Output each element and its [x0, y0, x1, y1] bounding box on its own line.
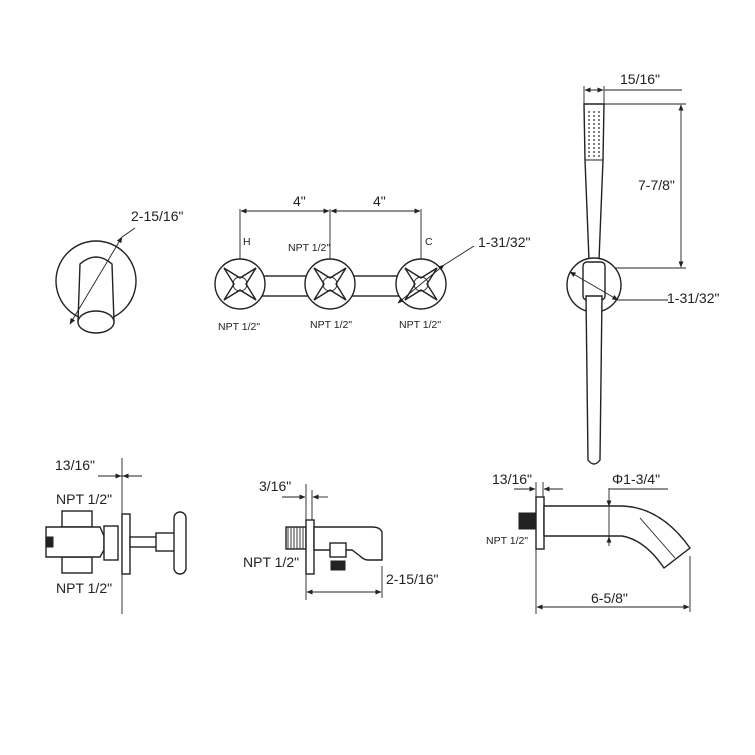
valve-inlet-bottom — [61, 556, 93, 574]
diverter-handle — [304, 258, 356, 310]
spacing-right-label: 4" — [373, 193, 386, 209]
hot-marker: H — [243, 236, 251, 248]
spray-nozzle — [588, 143, 590, 145]
spout-outlet — [77, 310, 115, 334]
handle-diameter-leader — [397, 264, 445, 304]
valve-front-view: 4" 4" H C NPT 1/2" 1-31/32" NPT 1/2" — [214, 193, 530, 333]
spray-nozzle — [598, 119, 600, 121]
holder-side-view: 3/16" NPT 1/2" 2-15/16" — [243, 478, 438, 600]
holder-npt-label: NPT 1/2" — [243, 554, 299, 570]
valve-side-view: 13/16" NPT 1/2" NPT 1/2" — [45, 457, 187, 614]
valve-npt-top-label: NPT 1/2" — [56, 491, 112, 507]
spray-nozzle — [598, 115, 600, 117]
holder-depth-label: 3/16" — [259, 478, 291, 494]
spray-nozzle — [598, 123, 600, 125]
shower-handle — [585, 295, 603, 465]
holder-outlet-side — [329, 542, 347, 558]
spray-nozzle — [593, 135, 595, 137]
spray-nozzle — [593, 155, 595, 157]
spray-nozzle — [598, 151, 600, 153]
spray-nozzle — [598, 131, 600, 133]
spout-leader-tail — [121, 227, 136, 238]
spray-nozzle — [588, 111, 590, 113]
spout-diameter-leader — [69, 236, 123, 325]
hot-handle — [214, 258, 266, 310]
holder-diameter-label: 1-31/32" — [667, 290, 719, 306]
valve-bonnet — [103, 525, 119, 561]
valve-npt-bottom-label: NPT 1/2" — [56, 580, 112, 596]
spray-nozzle — [588, 123, 590, 125]
spout-tip-line — [663, 547, 691, 569]
spout-npt-label: NPT 1/2" — [486, 535, 528, 547]
valve-stem — [129, 536, 159, 548]
valve-escutcheon-side — [121, 513, 131, 575]
spout-diameter-label: 2-15/16" — [131, 208, 183, 224]
spout-flange — [535, 496, 545, 550]
spray-nozzle — [598, 111, 600, 113]
holder-threaded-inlet — [285, 526, 307, 550]
spray-nozzle — [588, 127, 590, 129]
holder-outlet-thread — [330, 560, 346, 571]
spray-nozzle — [588, 115, 590, 117]
spray-nozzle — [593, 127, 595, 129]
spray-nozzle — [588, 135, 590, 137]
cold-marker: C — [425, 236, 433, 248]
spray-nozzle — [598, 147, 600, 149]
handle-leader-tail — [443, 245, 475, 266]
spray-nozzle — [598, 127, 600, 129]
center-npt-label: NPT 1/2" — [288, 242, 330, 254]
spray-nozzle — [593, 139, 595, 141]
spout-body-side — [543, 505, 691, 570]
holder-length-label: 2-15/16" — [386, 571, 438, 587]
spray-nozzle — [588, 131, 590, 133]
spout-front-view: 2-15/16" — [55, 208, 183, 334]
spout-depth-label: 13/16" — [492, 471, 532, 487]
spray-nozzle — [588, 139, 590, 141]
spout-threaded-inlet — [518, 512, 537, 530]
spray-nozzle — [598, 139, 600, 141]
holder-diameter-leader — [569, 271, 619, 301]
spray-nozzle — [593, 131, 595, 133]
spray-nozzle — [593, 123, 595, 125]
spray-nozzle — [588, 119, 590, 121]
spray-nozzle — [593, 151, 595, 153]
valve-depth-label: 13/16" — [55, 457, 95, 473]
spray-nozzle — [593, 111, 595, 113]
holder-body-side — [313, 526, 383, 561]
hand-shower-view: 15/16" 7-7/8" 1-31/32" — [566, 71, 719, 465]
spray-nozzle — [593, 115, 595, 117]
spout-side-view: 13/16" NPT 1/2" Φ1-3/4" 6-5/8" — [486, 471, 691, 614]
spray-nozzle — [588, 147, 590, 149]
spray-nozzle — [593, 147, 595, 149]
handle-diameter-label: 1-31/32" — [478, 234, 530, 250]
spout-bend-line — [639, 517, 676, 559]
spray-nozzle — [593, 119, 595, 121]
spray-nozzle — [588, 155, 590, 157]
handle-cross-side — [173, 511, 187, 575]
left-npt-label: NPT 1/2" — [218, 321, 260, 333]
spray-nozzle — [593, 143, 595, 145]
spout-diameter-label: Φ1-3/4" — [612, 471, 660, 487]
right-npt-label: NPT 1/2" — [399, 319, 441, 331]
valve-inlet-top — [61, 510, 93, 528]
spacing-left-label: 4" — [293, 193, 306, 209]
spout-reach-label: 6-5/8" — [591, 590, 628, 606]
spray-nozzle — [598, 155, 600, 157]
head-width-label: 15/16" — [620, 71, 660, 87]
head-length-label: 7-7/8" — [638, 177, 675, 193]
spray-nozzle — [598, 135, 600, 137]
spray-nozzles — [588, 111, 600, 157]
spray-nozzle — [598, 143, 600, 145]
middle-npt-label: NPT 1/2" — [310, 319, 352, 331]
spray-nozzle — [588, 151, 590, 153]
valve-port — [45, 536, 54, 548]
valve-body — [45, 526, 105, 558]
holder-flange — [305, 519, 315, 575]
